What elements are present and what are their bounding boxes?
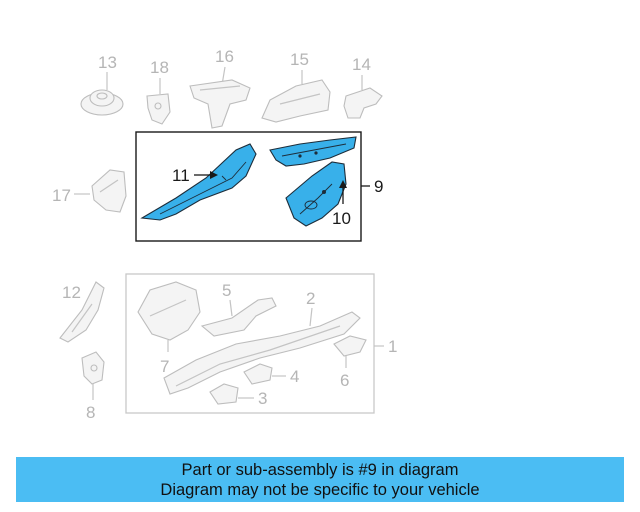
callout-17: 17 xyxy=(52,186,71,205)
part-13-mount: 13 xyxy=(80,53,124,116)
callout-11: 11 xyxy=(172,166,190,185)
callout-18: 18 xyxy=(150,58,169,77)
callout-3: 3 xyxy=(258,389,267,408)
part-16-bracket: 16 xyxy=(189,47,251,129)
part-9-upper-panel[interactable] xyxy=(269,136,357,167)
callout-10: 10 xyxy=(332,209,351,228)
callout-13: 13 xyxy=(98,53,117,72)
banner-line-1: Part or sub-assembly is #9 in diagram xyxy=(181,460,459,479)
info-banner: Part or sub-assembly is #9 in diagram Di… xyxy=(16,457,624,502)
part-14-bracket: 14 xyxy=(343,55,383,119)
banner-line-2: Diagram may not be specific to your vehi… xyxy=(160,480,480,499)
part-10-panel[interactable]: 10 xyxy=(285,161,351,228)
part-8-bracket: 8 xyxy=(81,351,105,422)
callout-5: 5 xyxy=(222,281,231,300)
parts-diagram: 13 18 16 15 14 17 xyxy=(52,47,397,422)
part-17-panel: 17 xyxy=(52,169,127,213)
callout-7: 7 xyxy=(160,357,169,376)
callout-4: 4 xyxy=(290,367,299,386)
part-11-rail[interactable]: 11 xyxy=(140,143,257,221)
callout-2: 2 xyxy=(306,289,315,308)
callout-6: 6 xyxy=(340,371,349,390)
assembly-1-group: 1 7 5 2 6 4 3 xyxy=(125,273,397,414)
callout-8: 8 xyxy=(86,403,95,422)
part-12-panel: 12 xyxy=(59,281,105,343)
part-18-bracket: 18 xyxy=(146,58,171,125)
assembly-9-group[interactable]: 11 10 9 xyxy=(135,131,383,242)
callout-9: 9 xyxy=(374,177,383,196)
callout-12: 12 xyxy=(62,283,81,302)
part-15-panel: 15 xyxy=(261,50,331,123)
callout-15: 15 xyxy=(290,50,309,69)
callout-16: 16 xyxy=(215,47,234,66)
callout-1: 1 xyxy=(388,337,397,356)
callout-14: 14 xyxy=(352,55,371,74)
